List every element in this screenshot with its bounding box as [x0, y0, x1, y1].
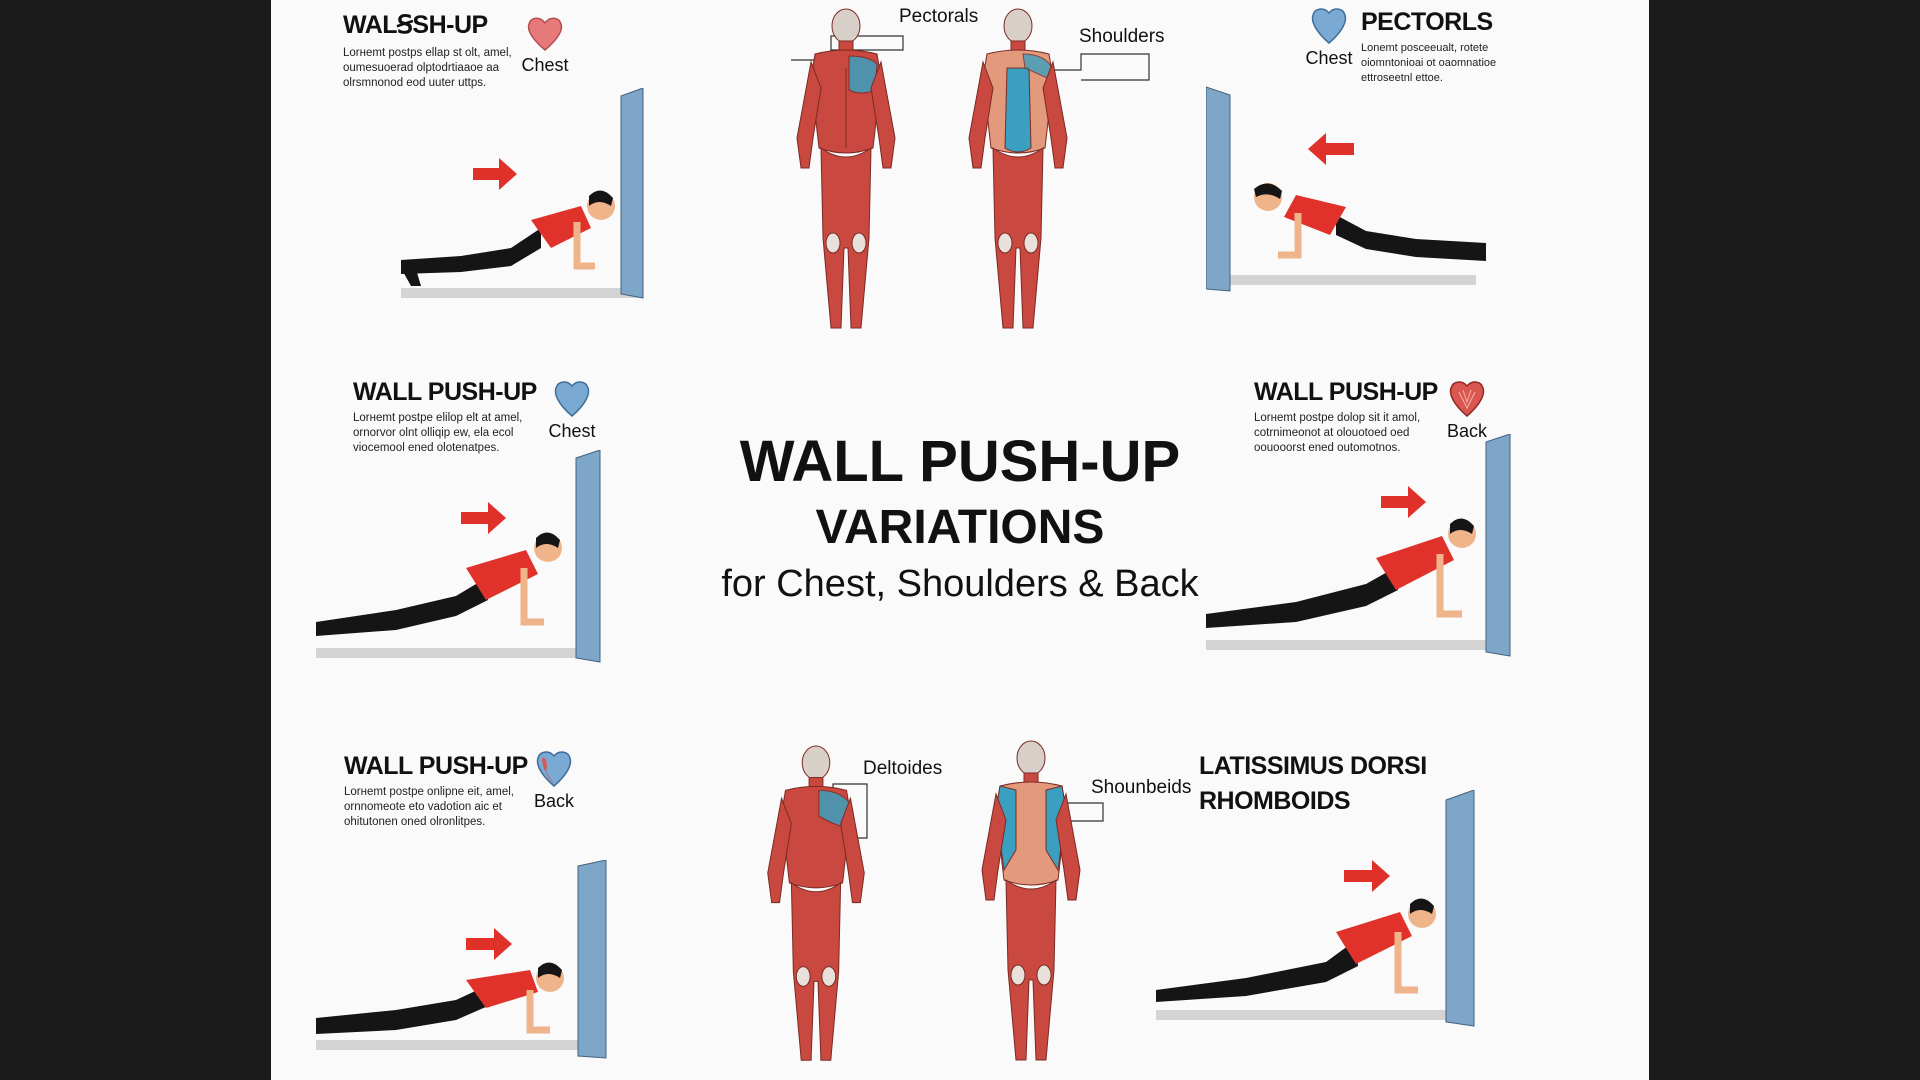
- callout-line: [1031, 53, 1150, 81]
- badge-label: Back: [1446, 421, 1488, 441]
- wall-icon: [1445, 790, 1475, 1027]
- exercise-description: Lorнemt postpe onlipne eit, amel, ornnom…: [344, 786, 515, 828]
- anatomy-figure-front-1: [796, 8, 896, 329]
- poster-title-line2: VARIATIONS: [815, 501, 1105, 554]
- person-figure: [1206, 518, 1476, 628]
- exercise-description: Lorнemt postpe dolop sit it amol, cotrni…: [1254, 412, 1421, 454]
- pushup-scene-1: [401, 88, 644, 299]
- arrow-right-icon: [466, 928, 512, 960]
- anatomy-figure-front-3: [767, 745, 865, 1061]
- muscle-badge: Chest: [542, 378, 602, 442]
- exercise-card-1: WALꞨSH-UP Lorнemt postps ellap st olt, a…: [343, 10, 533, 91]
- muscle-badge: Back: [1437, 378, 1497, 442]
- wall-icon: [620, 88, 644, 299]
- heart-chest-blue-icon: [554, 381, 590, 417]
- person-figure: [316, 532, 562, 636]
- exercise-card-5: WALL PUSH-UP Lorнemt postpe onlipne eit,…: [344, 752, 534, 830]
- infographic-poster: WALL PUSH-UP VARIATIONS for Chest, Shoul…: [271, 0, 1649, 1080]
- pushup-scene-2: [1206, 86, 1486, 292]
- muscle-label-shounbeids: Shounbeids: [1091, 777, 1192, 798]
- exercise-card-2: PECTORLS Lonemt posceeualt, rotete oiomn…: [1361, 8, 1511, 86]
- anatomy-figure-front-2: [968, 8, 1068, 329]
- person-figure: [1156, 898, 1436, 1002]
- exercise-title: LATISSIMUS DORSI: [1199, 752, 1427, 780]
- badge-label: Chest: [548, 421, 596, 441]
- exercise-card-6: LATISSIMUS DORSI RHOMBOIDS: [1199, 752, 1427, 816]
- pushup-scene-4: [1206, 434, 1511, 657]
- pushup-scene-3: [316, 450, 601, 663]
- exercise-title: PECTORLS: [1361, 8, 1493, 36]
- poster-subtitle: for Chest, Shoulders & Back: [721, 563, 1199, 605]
- exercise-title-line2: RHOMBOIDS: [1199, 787, 1351, 815]
- arrow-right-icon: [1344, 860, 1390, 892]
- exercise-description: Lonemt posceeualt, rotete oiomntonioai o…: [1361, 42, 1497, 84]
- arrow-right-icon: [473, 158, 517, 190]
- badge-label: Back: [533, 791, 575, 811]
- poster-title: WALL PUSH-UP: [739, 429, 1181, 494]
- pushup-scene-6: [1156, 790, 1475, 1027]
- person-figure: [401, 190, 615, 286]
- heart-back-icon: [1449, 381, 1485, 417]
- muscle-badge: Chest: [515, 14, 575, 76]
- exercise-title: WALL PUSH-UP: [344, 752, 528, 780]
- wall-icon: [575, 450, 601, 663]
- heart-back-icon: [536, 751, 572, 787]
- badge-label: Chest: [1305, 48, 1353, 68]
- badge-label: Chest: [521, 55, 569, 75]
- exercise-card-3: WALL PUSH-UP Lorнemt postpe elilop elt a…: [353, 378, 543, 456]
- exercise-title: WALꞨSH-UP: [343, 11, 488, 39]
- muscle-badge: Back: [524, 748, 584, 812]
- muscle-label-deltoides: Deltoides: [863, 758, 943, 779]
- muscle-label-pectorals: Pectorals: [899, 6, 979, 27]
- exercise-title: WALL PUSH-UP: [353, 378, 537, 406]
- person-figure: [316, 962, 564, 1034]
- heart-chest-icon: [527, 17, 563, 51]
- exercise-description: Lorнemt postpe elilop elt at amel, ornor…: [353, 412, 523, 454]
- arrow-right-icon: [1381, 486, 1426, 518]
- muscle-label-shoulders: Shoulders: [1079, 26, 1165, 47]
- wall-icon: [1485, 434, 1511, 657]
- exercise-card-4: WALL PUSH-UP Lorнemt postpe dolop sit it…: [1254, 378, 1444, 456]
- exercise-description: Lorнemt postps ellap st olt, amel, oumes…: [343, 47, 512, 89]
- muscle-badge: Chest: [1299, 5, 1359, 69]
- arrow-left-icon: [1308, 133, 1354, 165]
- pushup-scene-5: [316, 860, 607, 1059]
- exercise-title: WALL PUSH-UP: [1254, 378, 1438, 406]
- arrow-right-icon: [461, 502, 506, 534]
- heart-chest-blue-icon: [1311, 8, 1347, 44]
- wall-icon: [1206, 86, 1231, 292]
- wall-icon: [577, 860, 607, 1059]
- anatomy-figure-back: [981, 740, 1081, 1061]
- person-figure: [1254, 183, 1486, 261]
- floor-shadow: [401, 288, 641, 298]
